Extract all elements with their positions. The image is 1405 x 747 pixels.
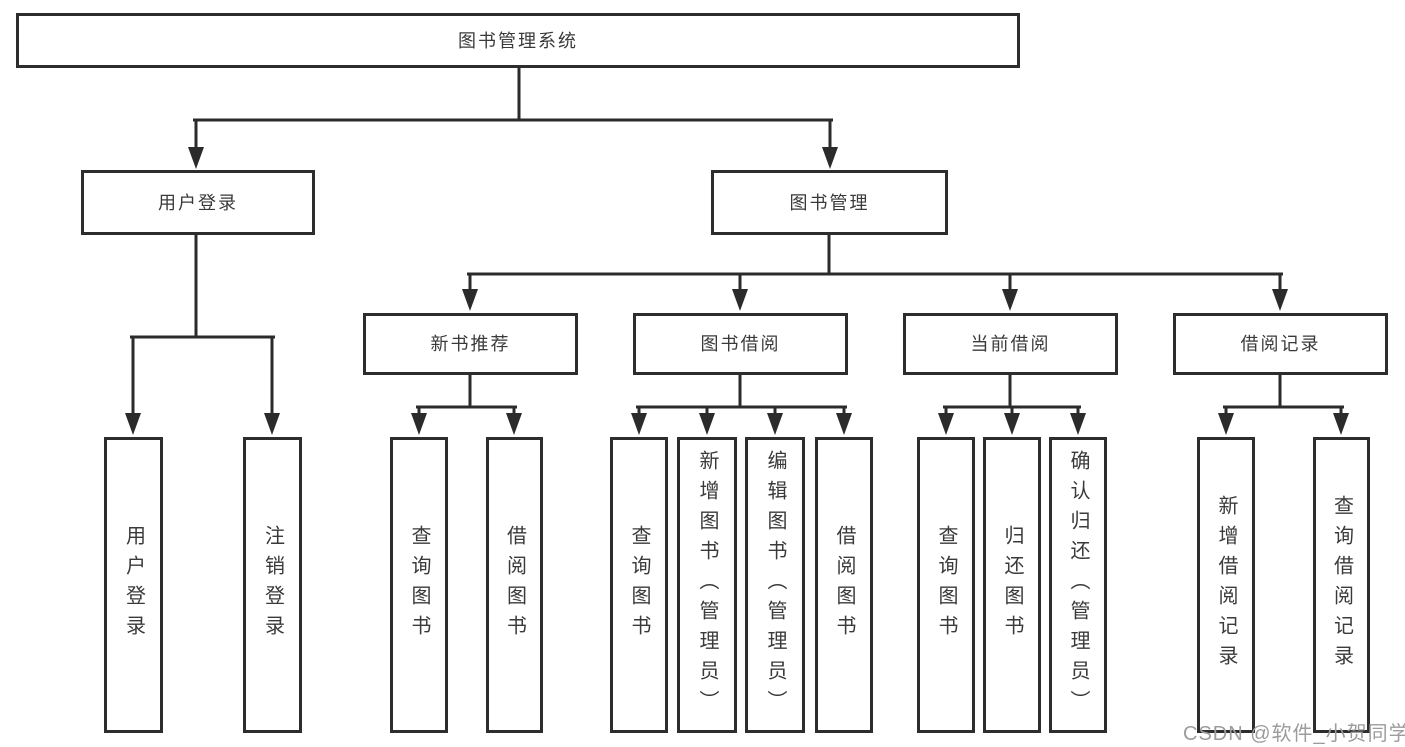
arrow-down-icon — [822, 147, 838, 169]
leaf-query-borrow-record: 查询借阅记录 — [1313, 437, 1370, 733]
arrow-down-icon — [699, 413, 715, 435]
node-book-borrow-label: 图书借阅 — [700, 334, 781, 354]
leaf-add-book-admin: 新增图书（管理员） — [677, 437, 737, 733]
node-book-management-label: 图书管理 — [789, 192, 870, 213]
leaf-confirm-return-admin: 确认归还（管理员） — [1049, 437, 1107, 733]
arrow-down-icon — [631, 413, 647, 435]
leaf-edit-book-admin: 编辑图书（管理员） — [745, 437, 805, 733]
arrow-down-icon — [125, 413, 141, 435]
arrow-down-icon — [767, 413, 783, 435]
node-user-login-label: 用户登录 — [158, 192, 238, 213]
connector-new-book — [416, 372, 517, 416]
arrow-down-icon — [1002, 289, 1018, 311]
arrow-down-icon — [411, 413, 427, 435]
connector-user-login — [130, 232, 275, 416]
node-root-label: 图书管理系统 — [458, 30, 578, 51]
arrow-down-icon — [732, 289, 748, 311]
node-new-book-recommend-label: 新书推荐 — [430, 334, 511, 354]
leaf-query-book-current: 查询图书 — [917, 437, 975, 733]
arrow-down-icon — [462, 289, 478, 311]
leaf-label: 查询图书 — [935, 525, 957, 645]
node-borrow-records-label: 借阅记录 — [1240, 334, 1321, 354]
node-current-borrow-label: 当前借阅 — [970, 334, 1051, 354]
leaf-label: 用户登录 — [122, 525, 145, 645]
arrow-down-icon — [1218, 413, 1234, 435]
leaf-label: 编辑图书（管理员） — [764, 450, 786, 720]
leaf-user-login: 用户登录 — [104, 437, 163, 733]
leaf-label: 新增借阅记录 — [1215, 495, 1237, 675]
leaf-borrow-book-recommend: 借阅图书 — [486, 437, 543, 733]
node-book-management: 图书管理 — [711, 170, 948, 235]
leaf-label: 查询借阅记录 — [1330, 495, 1353, 675]
leaf-label: 确认归还（管理员） — [1067, 450, 1089, 720]
node-root: 图书管理系统 — [16, 13, 1020, 68]
arrow-down-icon — [1070, 413, 1086, 435]
leaf-logout: 注销登录 — [243, 437, 302, 733]
arrow-down-icon — [938, 413, 954, 435]
leaf-label: 借阅图书 — [833, 525, 855, 645]
arrow-down-icon — [188, 147, 204, 169]
leaf-label: 注销登录 — [261, 525, 284, 645]
leaf-label: 新增图书（管理员） — [696, 450, 718, 720]
arrow-down-icon — [1004, 413, 1020, 435]
connector-borrow-records — [1223, 372, 1344, 416]
node-book-borrow: 图书借阅 — [633, 313, 848, 375]
connector-book-mgmt — [467, 232, 1283, 294]
leaf-query-book-recommend: 查询图书 — [390, 437, 448, 733]
leaf-label: 借阅图书 — [503, 525, 526, 645]
arrowhead-icons — [125, 147, 1349, 435]
leaf-query-book-borrow: 查询图书 — [610, 437, 668, 733]
node-current-borrow: 当前借阅 — [903, 313, 1118, 375]
leaf-add-borrow-record: 新增借阅记录 — [1197, 437, 1255, 733]
node-user-login: 用户登录 — [81, 170, 315, 235]
arrow-down-icon — [1272, 289, 1288, 311]
arrow-down-icon — [264, 413, 280, 435]
arrow-down-icon — [836, 413, 852, 435]
node-new-book-recommend: 新书推荐 — [363, 313, 578, 375]
connector-current-borrow — [943, 372, 1081, 416]
connector-root — [193, 66, 833, 152]
leaf-label: 查询图书 — [408, 525, 430, 645]
watermark: CSDN @软件_小贺同学 — [1183, 723, 1405, 745]
connector-book-borrow — [636, 372, 847, 416]
leaf-borrow-book: 借阅图书 — [815, 437, 873, 733]
leaf-label: 归还图书 — [1001, 525, 1023, 645]
arrow-down-icon — [1333, 413, 1349, 435]
node-borrow-records: 借阅记录 — [1173, 313, 1388, 375]
leaf-label: 查询图书 — [628, 525, 650, 645]
leaf-return-book: 归还图书 — [983, 437, 1041, 733]
arrow-down-icon — [506, 413, 522, 435]
